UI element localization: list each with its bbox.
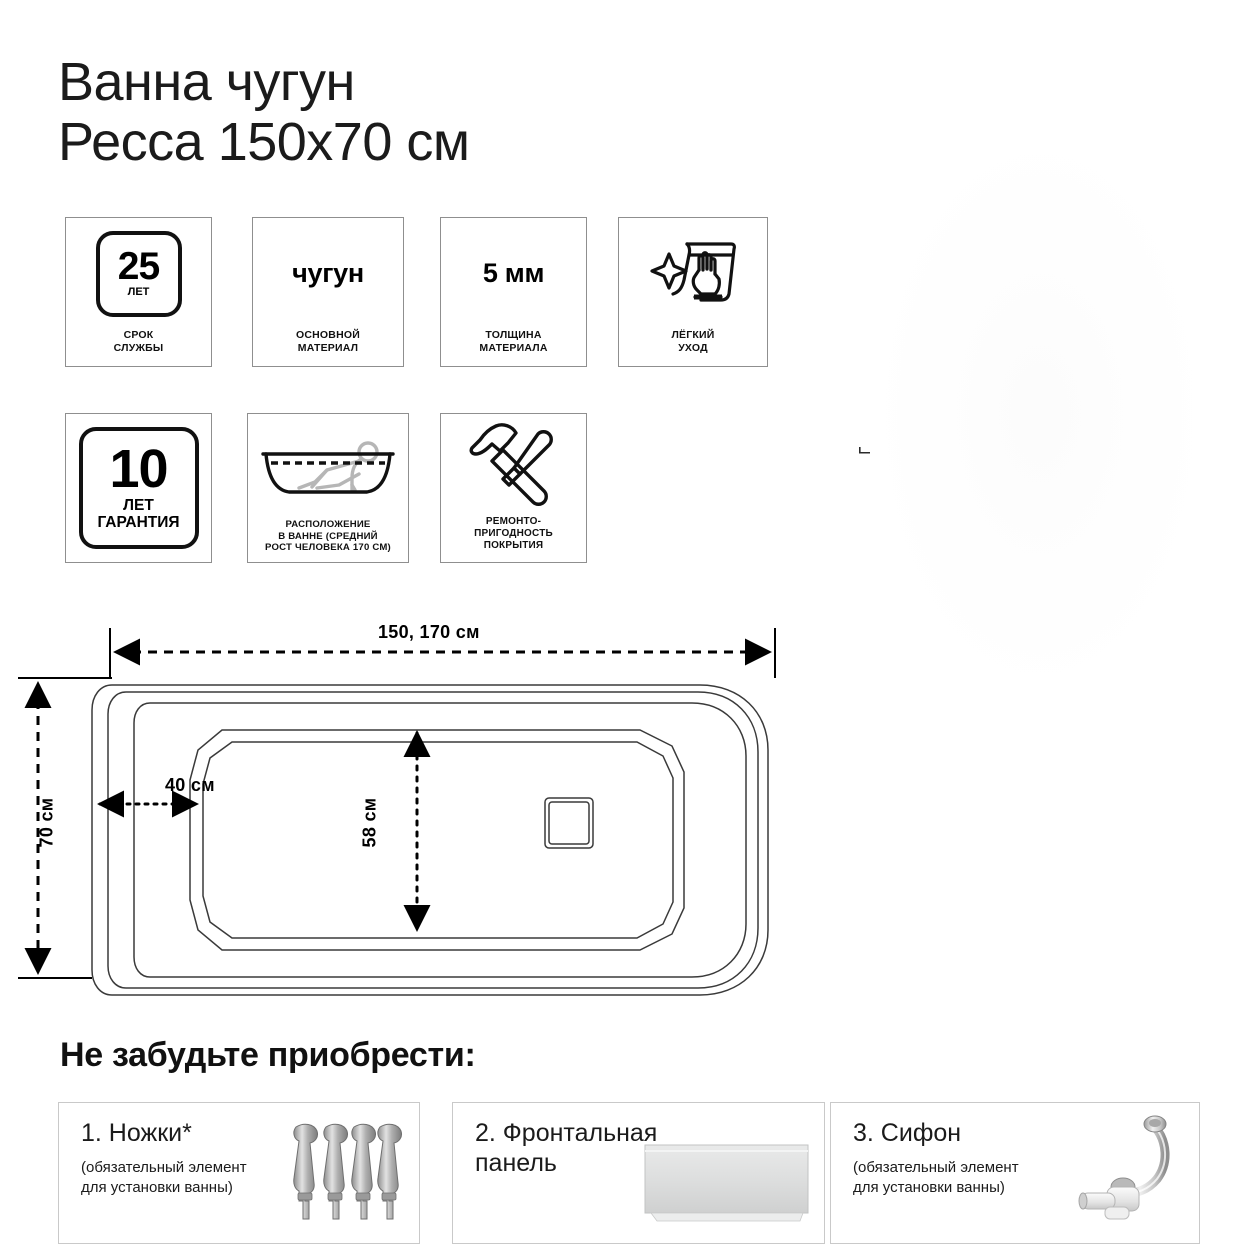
badge-material-thickness: 5 мм ТОЛЩИНА МАТЕРИАЛА	[440, 217, 587, 367]
accessory-siphon-title: 3. Сифон	[853, 1119, 962, 1147]
front-panel-photo	[643, 1143, 813, 1227]
accessory-legs-note: (обязательный элемент для установки ванн…	[81, 1159, 247, 1196]
body-position-caption: РАСПОЛОЖЕНИЕ В ВАННЕ (СРЕДНИЙ РОСТ ЧЕЛОВ…	[265, 519, 391, 554]
bathtub-plan-svg	[18, 628, 776, 996]
main-material-value: чугун	[292, 258, 364, 288]
accessory-siphon-note: (обязательный элемент для установки ванн…	[853, 1159, 1019, 1196]
bathtub-person-icon	[261, 440, 395, 494]
material-thickness-caption: ТОЛЩИНА МАТЕРИАЛА	[479, 329, 548, 354]
warranty-unit: ЛЕТ ГАРАНТИЯ	[97, 496, 180, 531]
photo-artifact-icon	[859, 447, 870, 454]
dim-length-label: 150, 170 см	[378, 622, 480, 642]
hammer-screwdriver-icon	[469, 423, 553, 506]
badge-repairability: РЕМОНТО- ПРИГОДНОСТЬ ПОКРЫТИЯ	[440, 413, 587, 563]
accessory-card-front-panel[interactable]: 2. Фронтальная панель	[452, 1102, 825, 1244]
badge-easy-care: ЛЁГКИЙ УХОД	[618, 217, 768, 367]
service-life-caption: СРОК СЛУЖБЫ	[113, 329, 164, 354]
easy-care-caption: ЛЁГКИЙ УХОД	[671, 329, 715, 354]
product-photo-faint	[845, 150, 1235, 1030]
accessories-heading: Не забудьте приобрести:	[60, 1036, 476, 1074]
warranty-value-box: 10 ЛЕТ ГАРАНТИЯ	[78, 427, 199, 549]
badge-service-life: 25 ЛЕТ СРОК СЛУЖБЫ	[65, 217, 212, 367]
bath-legs-photo	[284, 1121, 404, 1226]
page-title: Ванна чугун Ресса 150х70 см	[58, 52, 470, 172]
accessory-front-panel-title: 2. Фронтальная панель	[475, 1119, 658, 1177]
warranty-value: 10	[109, 439, 168, 500]
accessory-legs-title: 1. Ножки*	[81, 1119, 192, 1147]
main-material-caption: ОСНОВНОЙ МАТЕРИАЛ	[296, 329, 360, 354]
accessory-card-legs[interactable]: 1. Ножки* (обязательный элемент для уста…	[58, 1102, 420, 1244]
material-thickness-value: 5 мм	[482, 258, 545, 288]
accessory-card-siphon[interactable]: 3. Сифон (обязательный элемент для устан…	[830, 1102, 1200, 1244]
service-life-unit: ЛЕТ	[127, 285, 150, 298]
dim-width-label: 70 см	[36, 797, 57, 848]
badge-body-position: РАСПОЛОЖЕНИЕ В ВАННЕ (СРЕДНИЙ РОСТ ЧЕЛОВ…	[247, 413, 409, 563]
dim-inner-width-label: 58 см	[359, 797, 380, 848]
dim-inner-end-label: 40 см	[165, 775, 215, 795]
badge-main-material: чугун ОСНОВНОЙ МАТЕРИАЛ	[252, 217, 404, 367]
badge-warranty: 10 ЛЕТ ГАРАНТИЯ	[65, 413, 212, 563]
cleaning-hand-sparkle-icon	[650, 241, 736, 302]
repairability-caption: РЕМОНТО- ПРИГОДНОСТЬ ПОКРЫТИЯ	[474, 516, 553, 551]
service-life-value-box: 25 ЛЕТ	[95, 230, 182, 317]
technical-drawing: 150, 170 см 70 см 40 см 58 см	[0, 600, 820, 1020]
siphon-photo	[1071, 1111, 1191, 1231]
service-life-value: 25	[117, 245, 160, 289]
